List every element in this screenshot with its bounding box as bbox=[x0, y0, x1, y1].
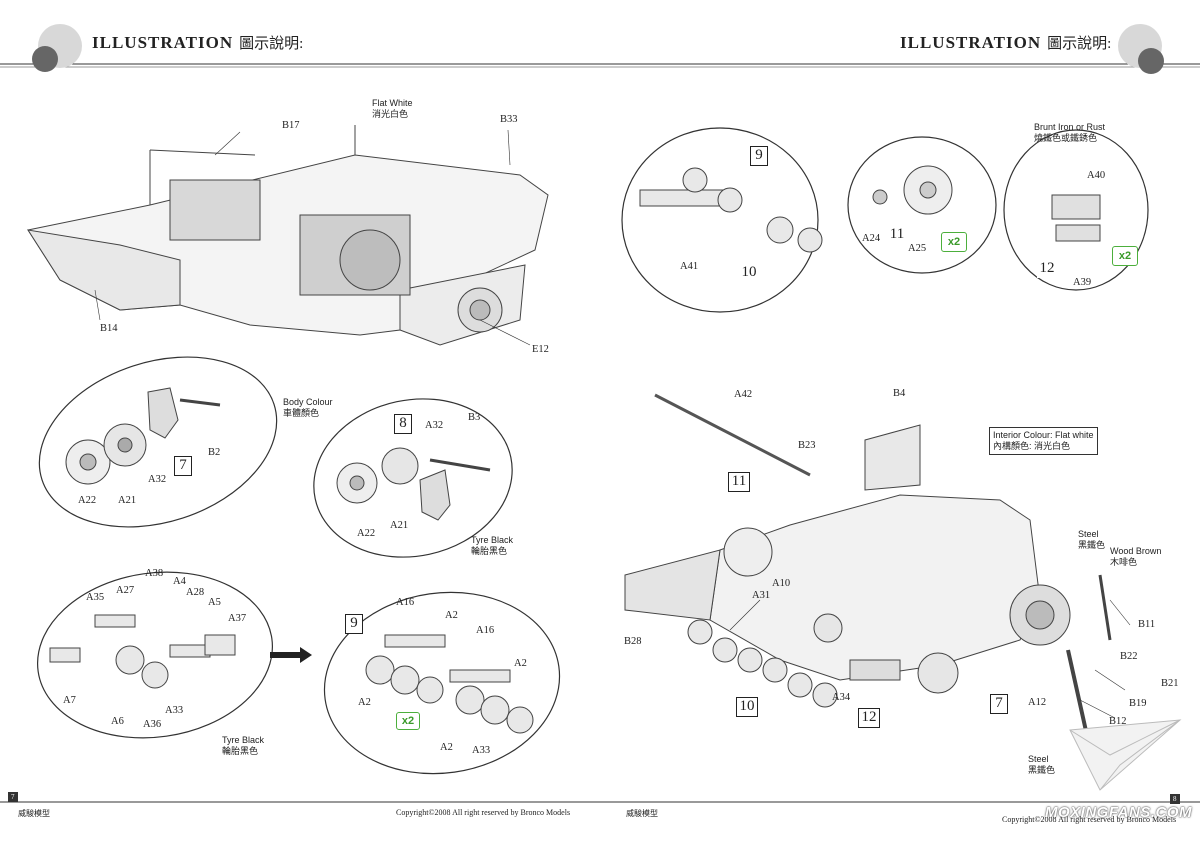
part-label-b12: B12 bbox=[1109, 716, 1127, 727]
part-label-e12: E12 bbox=[532, 344, 549, 355]
header-circle-dark bbox=[32, 46, 58, 72]
page-title-cn: 圖示說明: bbox=[1047, 36, 1112, 52]
part-label-b11: B11 bbox=[1138, 619, 1156, 630]
part-label-a33: A33 bbox=[472, 745, 491, 756]
part-label-b33: B33 bbox=[500, 114, 518, 125]
part-label-b14: B14 bbox=[100, 323, 118, 334]
part-label-a41: A41 bbox=[680, 261, 699, 272]
footer-brand: 威駿模型 bbox=[626, 809, 658, 818]
part-label-a21: A21 bbox=[118, 495, 137, 506]
footer-copyright: Copyright©2008 All right reserved by Bro… bbox=[1002, 815, 1177, 824]
part-label-b3: B3 bbox=[468, 412, 481, 423]
step-box-8: 8 bbox=[394, 414, 412, 434]
part-label-a10: A10 bbox=[772, 578, 791, 589]
left-page-artwork bbox=[0, 63, 600, 803]
part-label-a39: A39 bbox=[1073, 277, 1092, 288]
part-label-a35: A35 bbox=[86, 592, 105, 603]
part-label-a2: A2 bbox=[514, 658, 527, 669]
part-label-a34: A34 bbox=[832, 692, 851, 703]
part-label-a32: A32 bbox=[425, 420, 444, 431]
step-box-11: 11 bbox=[887, 226, 907, 244]
step-box-12: 12 bbox=[858, 708, 880, 728]
step-box-11: 11 bbox=[728, 472, 750, 492]
part-label-a28: A28 bbox=[186, 587, 205, 598]
part-label-a16: A16 bbox=[396, 597, 415, 608]
part-label-a37: A37 bbox=[228, 613, 247, 624]
part-label-b28: B28 bbox=[624, 636, 642, 647]
step-box-10: 10 bbox=[738, 264, 760, 282]
part-label-a31: A31 bbox=[752, 590, 771, 601]
watermark-text: MOXINGFANS.COM bbox=[1045, 804, 1193, 821]
part-label-a6: A6 bbox=[111, 716, 124, 727]
part-label-a32: A32 bbox=[148, 474, 167, 485]
page-number: 7 bbox=[8, 792, 18, 802]
part-label-a40: A40 bbox=[1087, 170, 1106, 181]
page-number: 8 bbox=[1170, 794, 1180, 804]
part-label-a36: A36 bbox=[143, 719, 162, 730]
part-label-a4: A4 bbox=[173, 576, 186, 587]
part-label-a5: A5 bbox=[208, 597, 221, 608]
footer-copyright: Copyright©2008 All right reserved by Bro… bbox=[396, 808, 571, 817]
header-circle-dark bbox=[1138, 48, 1164, 74]
part-label-a24: A24 bbox=[862, 233, 881, 244]
step-box-12: 12 bbox=[1037, 260, 1057, 278]
quantity-x2-badge: x2 bbox=[396, 712, 420, 730]
part-label-a22: A22 bbox=[78, 495, 97, 506]
part-label-b22: B22 bbox=[1120, 651, 1138, 662]
quantity-x2-badge: x2 bbox=[1112, 246, 1138, 266]
part-label-a2: A2 bbox=[358, 697, 371, 708]
part-label-a2: A2 bbox=[445, 610, 458, 621]
part-label-b4: B4 bbox=[893, 388, 906, 399]
part-label-b21: B21 bbox=[1161, 678, 1179, 689]
quantity-x2-badge: x2 bbox=[941, 232, 967, 252]
right-page-artwork bbox=[600, 63, 1200, 803]
step-box-10: 10 bbox=[736, 697, 758, 717]
part-label-a33: A33 bbox=[165, 705, 184, 716]
part-label-b17: B17 bbox=[282, 120, 300, 131]
part-label-a7: A7 bbox=[63, 695, 76, 706]
step-box-7: 7 bbox=[174, 456, 192, 476]
part-label-a2: A2 bbox=[440, 742, 453, 753]
page-title-cn: 圖示說明: bbox=[239, 36, 304, 52]
part-label-b23: B23 bbox=[798, 440, 816, 451]
part-label-b19: B19 bbox=[1129, 698, 1147, 709]
part-label-a16: A16 bbox=[476, 625, 495, 636]
part-label-a27: A27 bbox=[116, 585, 135, 596]
part-label-a38: A38 bbox=[145, 568, 164, 579]
hull-illustration bbox=[26, 125, 549, 346]
footer-brand: 威駿模型 bbox=[18, 809, 50, 818]
step-box-9: 9 bbox=[345, 614, 363, 634]
step-box-7: 7 bbox=[990, 694, 1008, 714]
part-label-a25: A25 bbox=[908, 243, 927, 254]
part-label-a22: A22 bbox=[357, 528, 376, 539]
part-label-a21: A21 bbox=[390, 520, 409, 531]
part-label-a12: A12 bbox=[1028, 697, 1047, 708]
step-box-9: 9 bbox=[750, 146, 768, 166]
part-label-a42: A42 bbox=[734, 389, 753, 400]
part-label-b2: B2 bbox=[208, 447, 221, 458]
